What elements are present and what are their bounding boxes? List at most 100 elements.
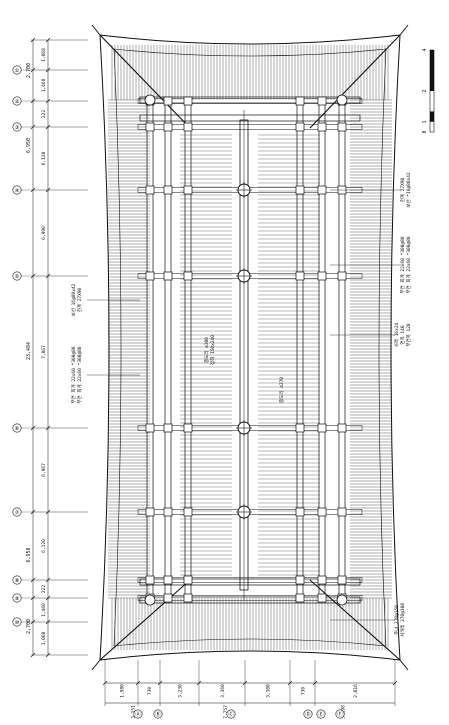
dim-tick <box>45 619 51 625</box>
column-axis-label: Ⓑ <box>155 710 161 718</box>
post-block <box>145 575 155 585</box>
dim-label-bottom: 3,230 <box>178 684 184 698</box>
cross-beam <box>137 124 363 130</box>
post-block <box>183 507 193 517</box>
eave-tip <box>91 24 101 36</box>
dim-tick <box>45 37 51 43</box>
dim-tick <box>157 680 163 686</box>
rafters <box>108 45 392 650</box>
dim-label-outer: 2,700 <box>26 619 32 634</box>
column-axis-bubble <box>316 709 326 719</box>
eave-line <box>99 34 401 661</box>
scale-bar-fill <box>430 50 434 91</box>
eave-tip <box>399 659 409 671</box>
scale-bar-tick: 4 <box>422 48 428 51</box>
dim-tick <box>30 619 36 625</box>
dim-tick <box>45 595 51 601</box>
dim-label-bottom-overall: 7,757 <box>223 705 229 719</box>
right-note-text: 천계 27X90 <box>399 177 406 202</box>
row-axis-label: ⑤ <box>15 273 20 280</box>
post-block <box>317 185 327 195</box>
column-axis-label: Ⓐ <box>135 710 141 718</box>
post-block <box>145 185 155 195</box>
left-note-text: 천계 27X90 <box>76 287 83 312</box>
post-block <box>337 575 347 585</box>
inner-eave-line <box>113 48 387 647</box>
column-axis-label: Ⓒ <box>228 710 234 718</box>
corner-post <box>336 94 348 106</box>
row-axis-label: ① <box>15 67 20 74</box>
post-block <box>183 423 193 433</box>
column-axis-label: Ⓔ <box>318 710 324 718</box>
post-block <box>317 271 327 281</box>
post-block <box>183 271 193 281</box>
post-block <box>145 423 155 433</box>
right-note-text: 연목 140 <box>399 325 406 344</box>
scale-bar-fill <box>430 111 434 122</box>
dim-label-inner: 6,120 <box>41 151 47 165</box>
row-axis-label: ③ <box>15 124 20 131</box>
dim-label-bottom: 730 <box>301 687 307 695</box>
dim-tick <box>30 67 36 73</box>
dim-tick <box>392 680 398 686</box>
right-note-text: 부연 회계 22x60 *300@80 <box>405 236 412 293</box>
center-note-text: 종도리 ø300 <box>203 337 210 363</box>
post-block <box>317 575 327 585</box>
post-block <box>163 271 173 281</box>
corner-post <box>144 594 156 606</box>
dim-tick <box>45 425 51 431</box>
purlin <box>338 99 346 601</box>
left-note-text: 부연 회계 22x60 *300@80 <box>76 346 83 403</box>
right-note-text: 부연목 120 <box>405 323 412 347</box>
dim-label-bottom: 1,980 <box>120 684 126 698</box>
column-axis-bubble <box>226 709 236 719</box>
dim-label-inner: 1,468 <box>41 78 47 92</box>
post-block <box>163 593 173 603</box>
dim-label-inner: 1,068 <box>41 48 47 62</box>
dim-tick <box>45 273 51 279</box>
dim-label-outer: 2,700 <box>26 63 32 78</box>
right-note-text: 보선 *16@80x42 <box>405 172 412 208</box>
dim-tick <box>45 577 51 583</box>
wall-plate <box>139 596 361 604</box>
dim-tick <box>287 680 293 686</box>
post-block <box>337 122 347 132</box>
post-block <box>317 122 327 132</box>
row-axis-label: ⑥ <box>15 425 20 432</box>
eave-tip <box>91 659 101 671</box>
dim-tick <box>30 652 36 658</box>
dim-label-outer: 23,484 <box>26 342 32 360</box>
row-axis-label: ⑩ <box>15 619 20 626</box>
post-block <box>295 96 305 106</box>
post-block <box>337 507 347 517</box>
column-axis-bubble <box>303 709 313 719</box>
dim-label-inner: 7,067 <box>41 345 47 359</box>
post-block <box>317 423 327 433</box>
column-axis-bubble <box>335 709 345 719</box>
post-block <box>295 507 305 517</box>
dim-label-outer: 6,950 <box>26 138 32 153</box>
column-axis-bubble <box>133 709 143 719</box>
purlin <box>164 99 172 601</box>
right-note-text: 부연 회계 22x60 *300@80 <box>399 236 406 293</box>
post-block <box>163 507 173 517</box>
row-axis-label: ② <box>15 98 20 105</box>
left-note-text: 보선 16@80x42 <box>70 283 77 316</box>
dim-tick <box>30 187 36 193</box>
post-block <box>163 575 173 585</box>
dim-tick <box>45 187 51 193</box>
column-axis-label: Ⓕ <box>337 710 343 718</box>
corner-post <box>144 94 156 106</box>
column-axis-markers: Ⓐ Ⓑ Ⓒ Ⓓ Ⓔ Ⓕ <box>133 709 345 719</box>
dim-label-inner: 6,120 <box>41 539 47 553</box>
post-block <box>295 575 305 585</box>
left-note-text: 부연 회계 22x60 *300@80 <box>70 346 77 403</box>
scale-bar-tick: 0 <box>422 130 428 133</box>
column-axis-bubble <box>153 709 163 719</box>
cross-beam <box>137 577 363 583</box>
post-block <box>183 122 193 132</box>
post-block <box>145 507 155 517</box>
column-axis-label: Ⓓ <box>305 710 311 718</box>
post-block <box>295 423 305 433</box>
